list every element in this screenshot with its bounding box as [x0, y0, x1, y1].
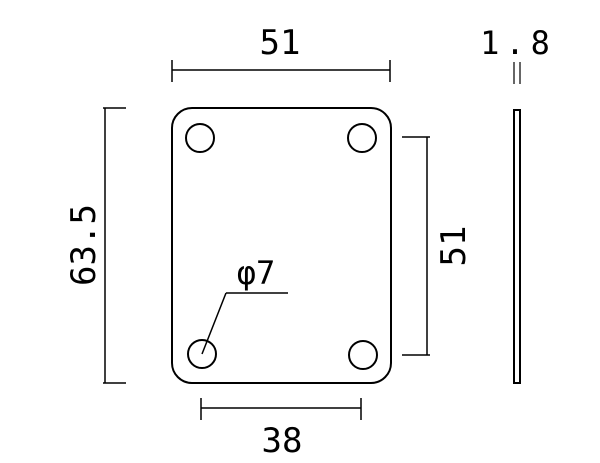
dimension-hole-spacing-horizontal [200, 398, 362, 420]
label-hole-spacing-vertical: 51 [434, 226, 474, 267]
dimension-height-left [103, 107, 126, 384]
leader-hole-diameter [201, 292, 288, 355]
label-width-top: 51 [260, 23, 301, 63]
plate-outline [171, 107, 392, 384]
dimension-hole-spacing-vertical [402, 136, 430, 356]
hole-top-right [347, 123, 377, 153]
dimension-width-top [171, 60, 391, 82]
dimension-thickness [513, 62, 521, 84]
label-hole-diameter: φ7 [237, 254, 276, 292]
label-hole-spacing-horizontal: 38 [262, 421, 303, 461]
hole-bottom-right [348, 340, 378, 370]
plate-side-view [513, 109, 521, 384]
hole-bottom-left [187, 339, 217, 369]
label-thickness: 1.8 [480, 24, 556, 62]
hole-top-left [185, 123, 215, 153]
label-height-left: 63.5 [64, 204, 104, 286]
